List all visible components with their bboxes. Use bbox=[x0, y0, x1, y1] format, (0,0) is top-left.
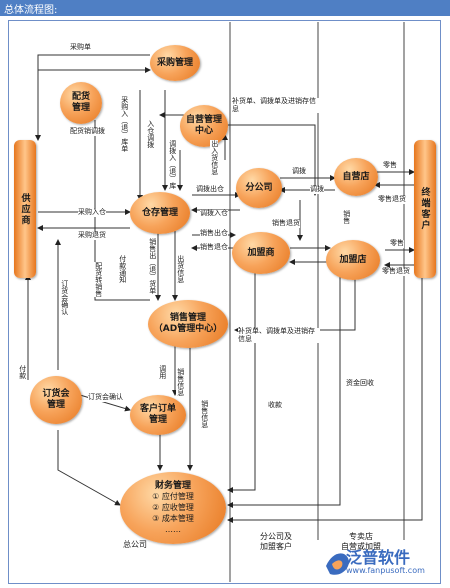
branch-company-label: 分公司 bbox=[245, 182, 273, 193]
warehouse-mgmt-label: 仓存管理 bbox=[141, 207, 178, 218]
distribution-mgmt-node: 配货管理 bbox=[60, 82, 102, 124]
sales-mgmt-node: 销售管理 （AD管理中心） bbox=[148, 300, 228, 348]
self-mgmt-center-node: 自营管理中心 bbox=[180, 105, 228, 147]
label-sales-inout: 销售出（退）货单 bbox=[148, 238, 157, 294]
label-receivable: 收款 bbox=[268, 401, 282, 410]
label-replenish-top: 补货单、调拨单及进销存信息 bbox=[232, 97, 322, 114]
label-transfer-entry: 调拨入（退）库 bbox=[168, 140, 177, 189]
label-transfer-back: 调拨 bbox=[310, 185, 324, 194]
label-retail-1: 零售 bbox=[383, 161, 397, 170]
fanpu-logo-icon bbox=[326, 553, 349, 575]
label-call: 调用 bbox=[158, 365, 167, 379]
self-store-label: 自营店 bbox=[342, 171, 370, 182]
finance-mgmt-node: 财务管理 ① 应付管理 ② 应收管理 ③ 成本管理 …… bbox=[120, 472, 226, 544]
label-sales-return-in: 销售退仓 bbox=[200, 243, 228, 252]
label-inout-info: 出入货信息 bbox=[210, 140, 219, 175]
end-customer-bar: 终端客户 bbox=[414, 140, 436, 278]
label-replenish-bottom: 补货单、调拨单及进销存信息 bbox=[238, 327, 320, 344]
label-sales: 销售 bbox=[342, 210, 351, 224]
label-transfer-out-1: 调拨出仓 bbox=[196, 185, 224, 194]
label-purchase-return: 采购退货 bbox=[78, 231, 106, 240]
self-store-node: 自营店 bbox=[334, 158, 378, 196]
logo-url: www.fanpusoft.com bbox=[346, 566, 425, 575]
label-purchase-order: 采购单 bbox=[70, 43, 91, 52]
franchise-store-node: 加盟店 bbox=[326, 240, 380, 280]
label-transfer-in-1: 调拨入仓 bbox=[200, 209, 228, 218]
label-transfer: 调拨 bbox=[292, 167, 306, 176]
label-sales-out: 销售出仓 bbox=[200, 229, 228, 238]
purchase-mgmt-label: 采购管理 bbox=[156, 57, 193, 68]
distribution-mgmt-label: 配货管理 bbox=[71, 92, 90, 113]
label-purchase-in: 采购入仓 bbox=[78, 208, 106, 217]
self-mgmt-center-label: 自营管理中心 bbox=[186, 115, 223, 136]
label-order-confirm-left: 订货会确认 bbox=[60, 280, 69, 315]
finance-item-more: …… bbox=[165, 524, 181, 534]
label-retail-2: 零售 bbox=[390, 239, 404, 248]
diagram-frame bbox=[8, 20, 441, 584]
label-distribution-transfer: 配货销调拨 bbox=[70, 127, 105, 136]
end-customer-label: 终端客户 bbox=[419, 187, 430, 231]
franchise-store-label: 加盟店 bbox=[339, 254, 367, 265]
finance-title: 财务管理 bbox=[154, 481, 191, 491]
customer-order-node: 客户订单管理 bbox=[130, 395, 186, 435]
label-sales-info: 销售信息 bbox=[176, 368, 185, 396]
supplier-label: 供应商 bbox=[19, 192, 30, 226]
warehouse-mgmt-node: 仓存管理 bbox=[130, 192, 190, 234]
label-payment-notice: 付款通知 bbox=[118, 255, 127, 283]
finance-item-payable: ① 应付管理 bbox=[152, 492, 194, 502]
purchase-mgmt-node: 采购管理 bbox=[150, 45, 200, 81]
franchisee-label: 加盟商 bbox=[247, 247, 275, 258]
sales-mgmt-label: 销售管理 （AD管理中心） bbox=[153, 313, 223, 334]
column-stores: 专卖店 自营或加盟 bbox=[341, 532, 381, 552]
label-sales-return: 销售退货 bbox=[272, 219, 300, 228]
supplier-bar: 供应商 bbox=[14, 140, 36, 278]
column-hq: 总公司 bbox=[123, 540, 147, 549]
page-title: 总体流程图: bbox=[4, 5, 58, 16]
customer-order-label: 客户订单管理 bbox=[139, 404, 176, 425]
label-retail-return-2: 零售退货 bbox=[382, 267, 410, 276]
branch-company-node: 分公司 bbox=[236, 168, 282, 208]
order-meeting-node: 订货会管理 bbox=[30, 376, 82, 424]
franchisee-node: 加盟商 bbox=[232, 232, 290, 274]
label-retail-return-1: 零售退货 bbox=[378, 195, 406, 204]
finance-item-receivable: ② 应收管理 bbox=[152, 502, 194, 512]
label-distribution-sales: 配货转销售 bbox=[94, 262, 103, 297]
label-order-confirm: 订货会确认 bbox=[88, 393, 123, 402]
label-out-info: 出货信息 bbox=[176, 255, 185, 283]
label-payment: 付款 bbox=[18, 365, 27, 379]
label-sales-info-2: 销售信息 bbox=[200, 400, 209, 428]
header-bar: 总体流程图: bbox=[0, 0, 450, 16]
logo-text: 泛普软件 bbox=[346, 548, 411, 567]
label-purchase-inout: 采购入（退）库单 bbox=[120, 96, 129, 152]
column-branch: 分公司及 加盟客户 bbox=[260, 532, 292, 552]
order-meeting-label: 订货会管理 bbox=[42, 389, 70, 410]
label-fund-return: 资金回收 bbox=[346, 379, 374, 388]
finance-item-cost: ③ 成本管理 bbox=[152, 513, 194, 523]
label-transfer-in: 入仓调拨 bbox=[146, 120, 155, 148]
